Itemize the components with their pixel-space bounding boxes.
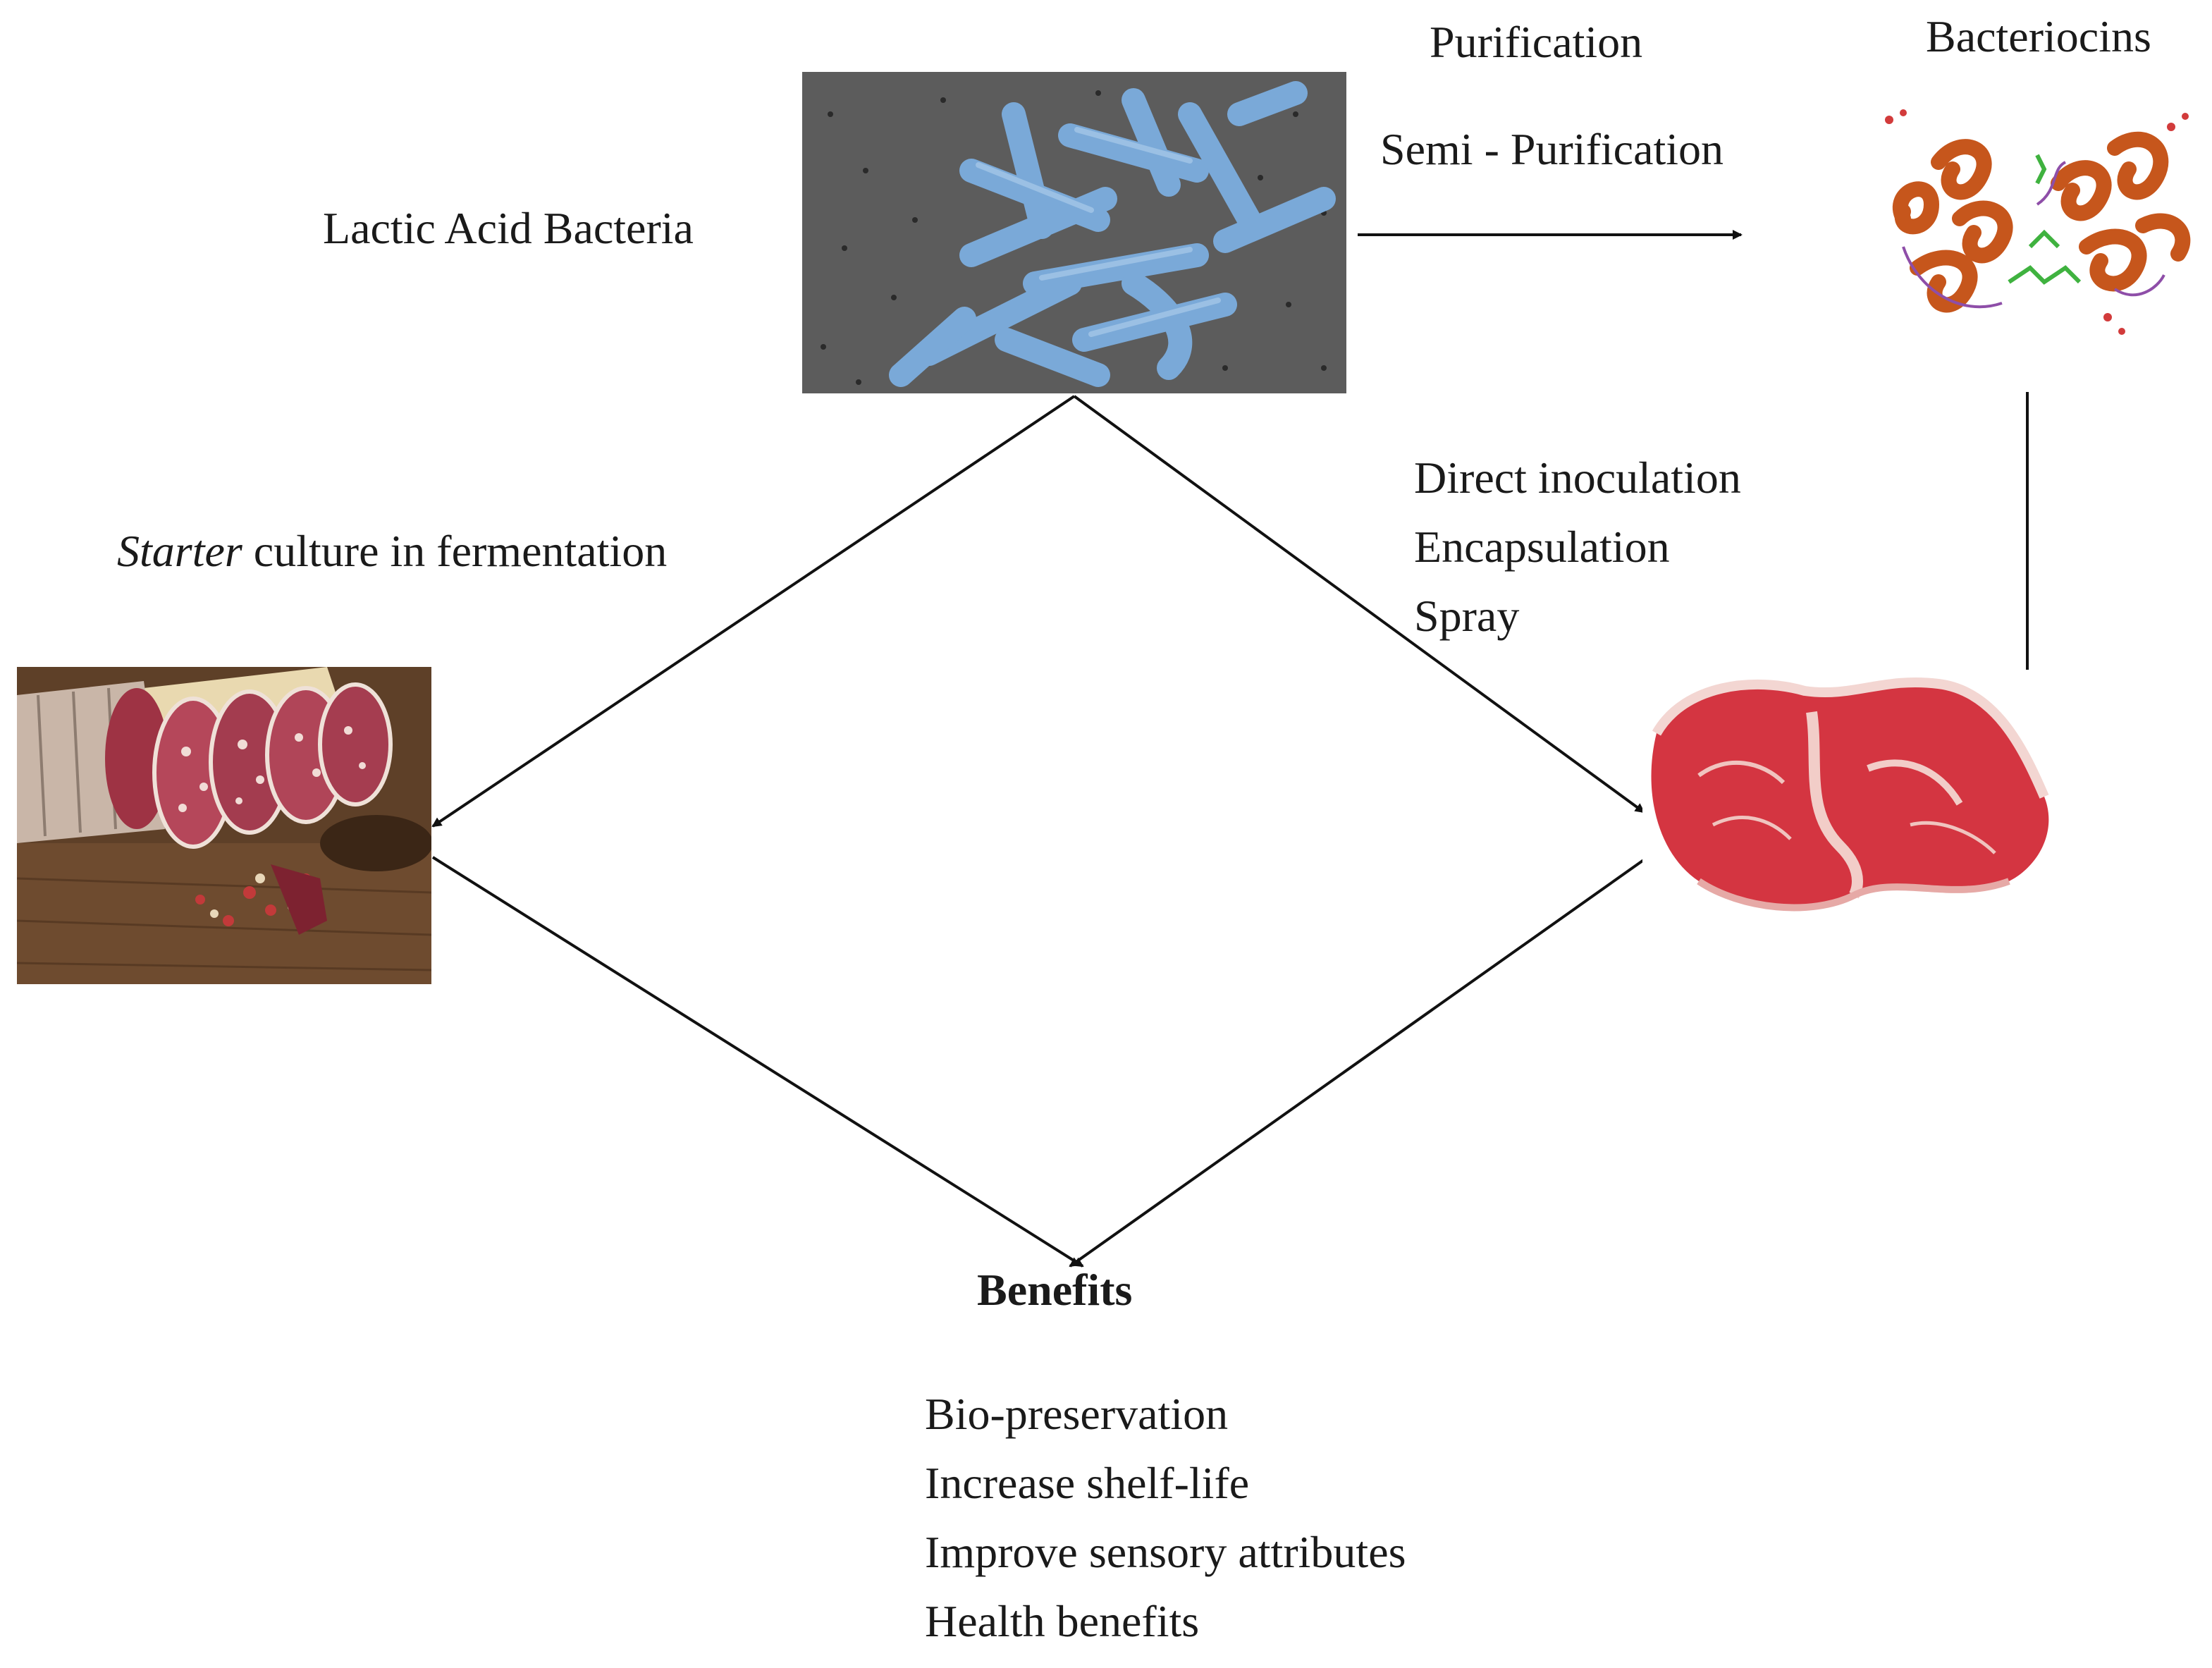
arrow-bacteria-to-salami — [431, 395, 1076, 828]
arrow-meat-to-benefits — [1069, 854, 1651, 1268]
bacteria-micrograph-image — [802, 72, 1346, 393]
starter-word: Starter — [117, 526, 242, 576]
semi-purification-label: Semi - Purification — [1380, 124, 1724, 174]
method-direct-inoculation: Direct inoculation — [1414, 453, 1741, 503]
bacteriocins-label: Bacteriocins — [1926, 11, 2151, 61]
benefit-shelf-life: Increase shelf-life — [925, 1458, 1250, 1508]
lactic-acid-bacteria-label: Lactic Acid Bacteria — [323, 203, 694, 253]
application-methods-list: Direct inoculation Encapsulation Spray — [1414, 455, 1741, 663]
arrow-bacteria-to-meat — [1073, 395, 1645, 814]
meat-image — [1642, 670, 2058, 931]
arrow-salami-to-benefits — [431, 856, 1084, 1268]
method-spray: Spray — [1414, 591, 1520, 641]
benefits-title: Benefits — [977, 1265, 1133, 1315]
benefit-health: Health benefits — [925, 1596, 1200, 1646]
starter-culture-label: Starter culture in fermentation — [117, 529, 667, 574]
salami-image — [17, 667, 431, 984]
starter-rest: culture in fermentation — [242, 526, 668, 576]
benefit-sensory: Improve sensory attributes — [925, 1527, 1406, 1577]
benefit-bio-preservation: Bio-preservation — [925, 1389, 1229, 1439]
benefits-list: Bio-preservation Increase shelf-life Imp… — [925, 1392, 1406, 1668]
purification-label: Purification — [1430, 17, 1643, 67]
bacteriocin-structure-image — [1875, 106, 2199, 360]
method-encapsulation: Encapsulation — [1414, 522, 1670, 572]
